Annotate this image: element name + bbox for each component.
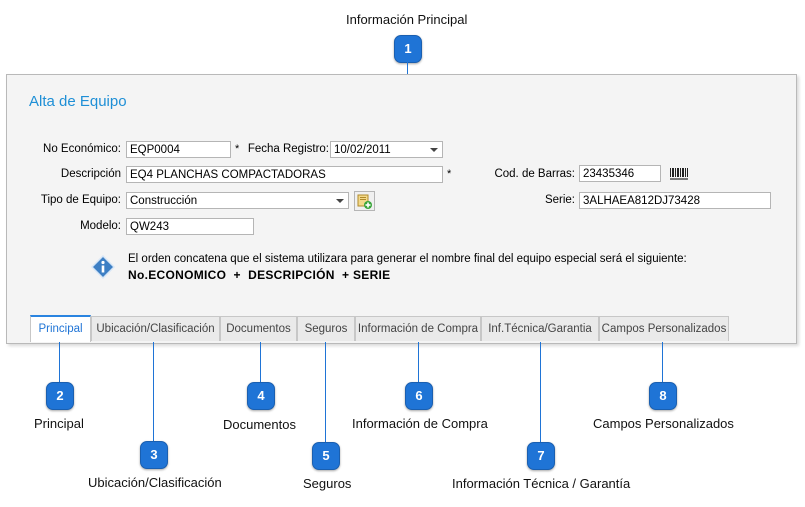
callout-badge-1: 1 [394, 35, 422, 63]
fecha-registro-value: 10/02/2011 [334, 144, 391, 156]
callout-line-6 [418, 342, 419, 384]
fecha-registro-dropdown[interactable]: 10/02/2011 [330, 141, 443, 158]
modelo-label: Modelo: [80, 220, 121, 232]
alta-equipo-window: Alta de Equipo No Económico: EQP0004 * F… [6, 74, 797, 344]
callout-title-seguros: Seguros [303, 476, 352, 491]
callout-badge-4: 4 [247, 382, 275, 410]
tab-campos-personalizados[interactable]: Campos Personalizados [599, 316, 729, 341]
modelo-field[interactable]: QW243 [126, 218, 254, 235]
cod-barras-label: Cod. de Barras: [494, 168, 575, 180]
callout-title-informacion-principal: Información Principal [346, 12, 468, 27]
callout-line-3 [153, 342, 154, 442]
add-folder-button[interactable] [354, 191, 375, 211]
descripcion-required: * [447, 168, 452, 180]
callout-badge-5: 5 [312, 442, 340, 470]
info-formula: No.ECONOMICO + DESCRIPCIÓN + SERIE [128, 268, 391, 282]
callout-badge-6: 6 [405, 382, 433, 410]
tab-ubicacion-clasificacion[interactable]: Ubicación/Clasificación [91, 316, 220, 341]
no-economico-field[interactable]: EQP0004 [126, 141, 231, 158]
callout-badge-8: 8 [649, 382, 677, 410]
tipo-equipo-value: Construcción [130, 195, 198, 207]
chevron-down-icon [336, 199, 344, 203]
callout-badge-7: 7 [527, 442, 555, 470]
callout-title-documentos: Documentos [223, 417, 296, 432]
serie-field[interactable]: 3ALHAEA812DJ73428 [579, 192, 771, 209]
info-icon [90, 254, 116, 280]
tab-documentos[interactable]: Documentos [220, 316, 297, 341]
descripcion-label: Descripción [60, 168, 121, 180]
callout-title-informacion-tecnica-garantia: Información Técnica / Garantía [452, 476, 631, 491]
fecha-registro-label: Fecha Registro: [247, 143, 329, 155]
chevron-down-icon [430, 148, 438, 152]
no-economico-required: * [235, 143, 240, 155]
window-title: Alta de Equipo [29, 93, 127, 110]
cod-barras-field[interactable]: 23435346 [579, 165, 661, 182]
no-economico-label: No Económico: [43, 143, 121, 155]
callout-title-informacion-compra: Información de Compra [352, 416, 488, 431]
callout-title-principal: Principal [34, 416, 84, 431]
tab-inf-tecnica-garantia[interactable]: Inf.Técnica/Garantia [481, 316, 599, 341]
callout-badge-3: 3 [140, 441, 168, 469]
tab-seguros[interactable]: Seguros [297, 316, 355, 341]
add-folder-icon [357, 194, 372, 209]
descripcion-field[interactable]: EQ4 PLANCHAS COMPACTADORAS [126, 166, 443, 183]
callout-line-5 [325, 342, 326, 442]
callout-badge-2: 2 [46, 382, 74, 410]
callout-line-4 [260, 342, 261, 384]
serie-label: Serie: [544, 194, 575, 206]
callout-line-2 [59, 342, 60, 384]
callout-title-campos-personalizados: Campos Personalizados [593, 416, 734, 431]
barcode-icon[interactable] [669, 167, 689, 181]
callout-title-ubicacion-clasificacion: Ubicación/Clasificación [88, 475, 222, 490]
tipo-equipo-label: Tipo de Equipo: [40, 194, 121, 206]
tab-principal[interactable]: Principal [30, 315, 91, 342]
tab-informacion-compra[interactable]: Información de Compra [355, 316, 481, 341]
callout-line-7 [540, 342, 541, 442]
tipo-equipo-dropdown[interactable]: Construcción [126, 192, 349, 209]
callout-line-8 [662, 342, 663, 384]
info-text: El orden concatena que el sistema utiliz… [128, 253, 687, 265]
